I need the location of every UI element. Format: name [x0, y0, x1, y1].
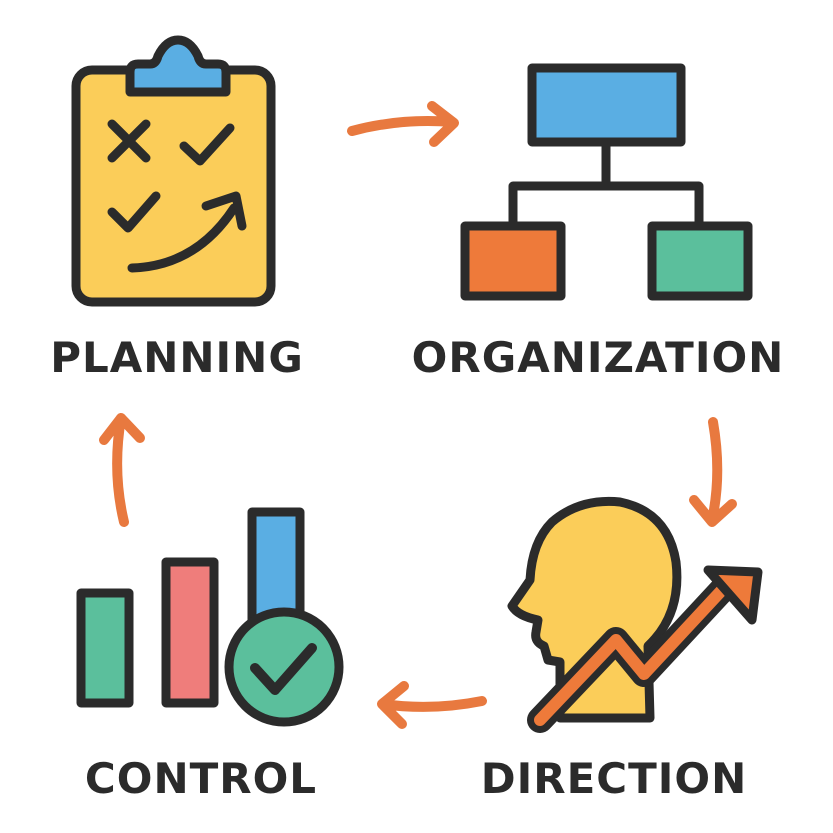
planning-label: PLANNING: [50, 333, 304, 382]
arrow-organization-to-direction: [689, 417, 737, 527]
head-growth-arrow-icon: [507, 496, 763, 733]
arrow-control-to-planning: [99, 413, 145, 527]
org-chart-icon: [460, 63, 753, 301]
arrow-planning-to-organization: [347, 101, 459, 147]
control-label: CONTROL: [84, 754, 318, 803]
cycle-arrows: [99, 101, 737, 729]
bar-chart-checkmark-icon: [76, 507, 344, 727]
organization-label: ORGANIZATION: [411, 333, 785, 382]
arrow-direction-to-control: [377, 681, 487, 729]
direction-label: DIRECTION: [480, 754, 748, 803]
clipboard-checklist-icon: [71, 35, 276, 307]
